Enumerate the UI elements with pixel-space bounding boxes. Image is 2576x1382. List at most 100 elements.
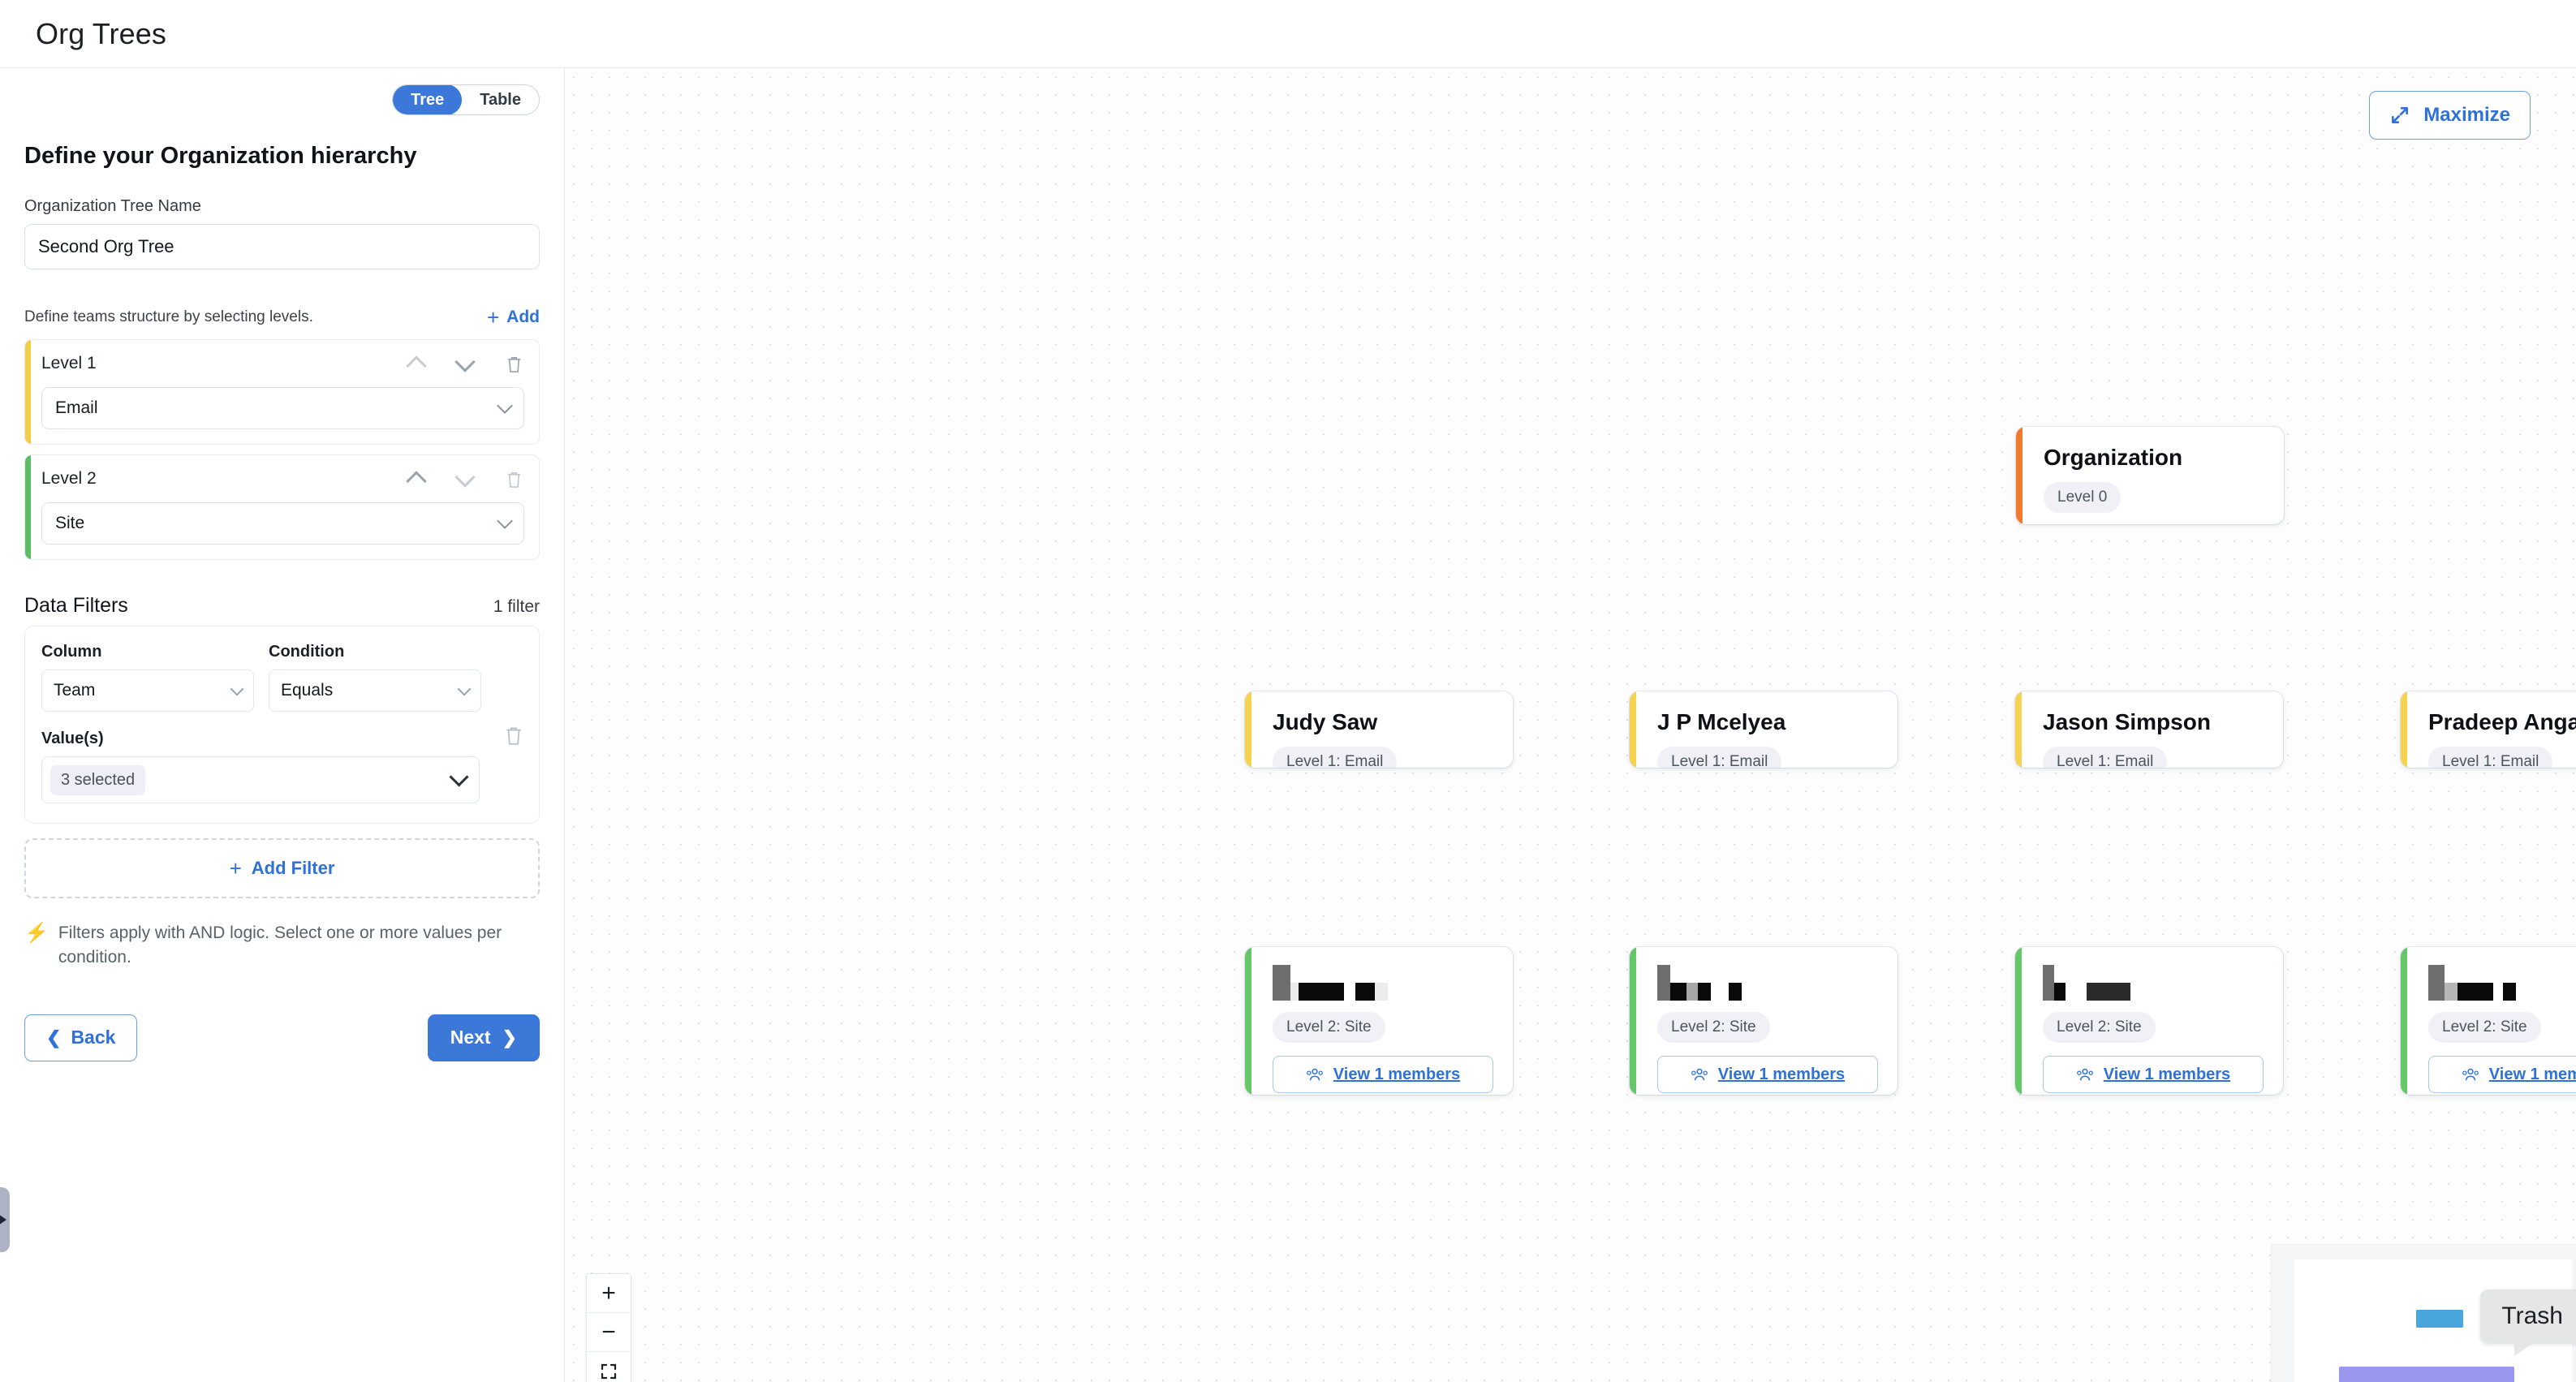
add-level-button[interactable]: + Add [487, 307, 540, 328]
tree-node-level2[interactable]: Level 2: Site View 1 members [2401, 947, 2576, 1095]
org-chart-canvas[interactable]: Maximize Organization Level 0 Judy Saw L… [565, 68, 2576, 1382]
zoom-in-button[interactable]: + [587, 1274, 631, 1313]
next-label: Next [450, 1027, 491, 1048]
filter-values-group: Value(s) 3 selected [41, 730, 480, 803]
delete-level-button[interactable] [503, 353, 524, 374]
delete-level-button[interactable] [503, 468, 524, 489]
delete-filter-button[interactable] [503, 724, 524, 747]
people-icon [2076, 1068, 2093, 1081]
view-members-button[interactable]: View 1 members [2043, 1056, 2264, 1093]
node-level-badge: Level 2: Site [2428, 1012, 2541, 1043]
people-icon [2462, 1068, 2479, 1081]
level-card: Level 2 Site [24, 454, 540, 560]
filter-selectors: Column Team Condition Equals [41, 643, 523, 712]
filter-row: Column Team Condition Equals [24, 626, 540, 824]
panel-collapse-handle[interactable] [0, 1187, 10, 1252]
main-layout: Tree Table Define your Organization hier… [0, 68, 2576, 1382]
filter-help-note: ⚡ Filters apply with AND logic. Select o… [24, 921, 540, 971]
trash-icon [507, 356, 520, 372]
chevron-down-icon [497, 398, 513, 414]
filter-condition-select[interactable]: Equals [269, 669, 481, 712]
move-down-button[interactable] [454, 466, 476, 489]
data-filters-header: Data Filters 1 filter [24, 594, 540, 618]
plus-icon: + [229, 856, 242, 880]
node-content: Pradeep Angadi Level 1: Email [2401, 691, 2576, 768]
node-level-badge: Level 2: Site [1657, 1012, 1770, 1043]
node-title: Organization [2044, 445, 2183, 470]
zoom-out-button[interactable]: − [587, 1313, 631, 1352]
triangle-right-icon [0, 1212, 6, 1227]
fit-view-button[interactable] [587, 1352, 631, 1382]
tree-node-root[interactable]: Organization Level 0 [2016, 427, 2284, 524]
chevron-down-icon [454, 351, 476, 372]
filter-values-select[interactable]: 3 selected [41, 756, 480, 803]
node-level-badge: Level 2: Site [2043, 1012, 2156, 1043]
level-attribute-select[interactable]: Email [41, 387, 524, 429]
chevron-down-icon [454, 466, 476, 488]
minimap-node-root [2416, 1310, 2463, 1328]
move-up-button[interactable] [406, 468, 427, 492]
maximize-button[interactable]: Maximize [2369, 91, 2531, 140]
node-level-badge: Level 1: Email [1657, 747, 1782, 768]
move-up-button[interactable] [406, 353, 427, 377]
tab-table[interactable]: Table [480, 90, 521, 109]
node-content: Level 2: Site [1630, 947, 1898, 1043]
redacted-node-title [2043, 965, 2262, 1001]
node-content: Level 2: Site [1245, 947, 1513, 1043]
view-members-label: View 1 members [2103, 1065, 2231, 1083]
filter-condition-label: Condition [269, 643, 345, 661]
node-level-badge: Level 1: Email [2428, 747, 2553, 768]
back-label: Back [71, 1027, 116, 1048]
maximize-label: Maximize [2423, 104, 2510, 126]
trash-icon [507, 471, 520, 488]
maximize-icon [2392, 107, 2409, 123]
levels-hint: Define teams structure by selecting leve… [24, 308, 313, 325]
tree-connectors [565, 68, 808, 190]
level-attribute-select[interactable]: Site [41, 502, 524, 545]
view-members-button[interactable]: View 1 members [1273, 1056, 1493, 1093]
tree-name-input[interactable]: Second Org Tree [24, 224, 540, 269]
tree-node-level1[interactable]: Judy Saw Level 1: Email [1245, 691, 1513, 768]
node-content: J P Mcelyea Level 1: Email [1630, 691, 1898, 768]
tab-tree[interactable]: Tree [393, 85, 463, 114]
section-heading: Define your Organization hierarchy [24, 143, 417, 169]
view-toggle[interactable]: Tree Table [392, 84, 540, 115]
redacted-node-title [1657, 965, 1876, 1001]
tree-node-level1[interactable]: Jason Simpson Level 1: Email [2015, 691, 2283, 768]
tree-node-level1[interactable]: J P Mcelyea Level 1: Email [1630, 691, 1898, 768]
tree-node-level2[interactable]: Level 2: Site View 1 members [1245, 947, 1513, 1095]
view-toggle-row: Tree Table [24, 68, 540, 115]
node-level-badge: Level 0 [2044, 482, 2122, 513]
tree-node-level2[interactable]: Level 2: Site View 1 members [1630, 947, 1898, 1095]
add-filter-button[interactable]: + Add Filter [24, 838, 540, 898]
fit-view-icon [601, 1363, 617, 1379]
move-down-button[interactable] [454, 351, 476, 374]
node-title: Judy Saw [1273, 709, 1378, 734]
add-level-label: Add [506, 308, 540, 326]
next-button[interactable]: Next ❯ [427, 1014, 540, 1061]
view-members-button[interactable]: View 1 members [2428, 1056, 2576, 1093]
chevron-down-icon [497, 513, 513, 529]
chevron-up-icon [406, 355, 427, 377]
back-button[interactable]: ❮ Back [24, 1014, 138, 1061]
view-members-button[interactable]: View 1 members [1657, 1056, 1878, 1093]
configuration-sidebar: Tree Table Define your Organization hier… [0, 68, 565, 1382]
people-icon [1691, 1068, 1708, 1081]
view-members-label: View 1 members [2488, 1065, 2576, 1083]
level-actions [406, 351, 524, 377]
data-filters-title: Data Filters [24, 594, 128, 617]
trash-tooltip: Trash [2480, 1289, 2576, 1356]
filter-column-label: Column [41, 643, 102, 661]
chevron-down-icon [457, 682, 472, 695]
node-title: J P Mcelyea [1657, 709, 1786, 734]
tree-node-level1[interactable]: Pradeep Angadi Level 1: Email [2401, 691, 2576, 768]
filter-column-select[interactable]: Team [41, 669, 254, 712]
node-content: Judy Saw Level 1: Email [1245, 691, 1513, 768]
node-level-badge: Level 1: Email [2043, 747, 2168, 768]
chevron-down-icon [449, 767, 469, 787]
page-title: Org Trees [36, 16, 166, 50]
chevron-down-icon [230, 682, 244, 695]
filter-note-text: Filters apply with AND logic. Select one… [58, 923, 502, 967]
view-members-label: View 1 members [1717, 1065, 1846, 1083]
tree-node-level2[interactable]: Level 2: Site View 1 members [2015, 947, 2283, 1095]
